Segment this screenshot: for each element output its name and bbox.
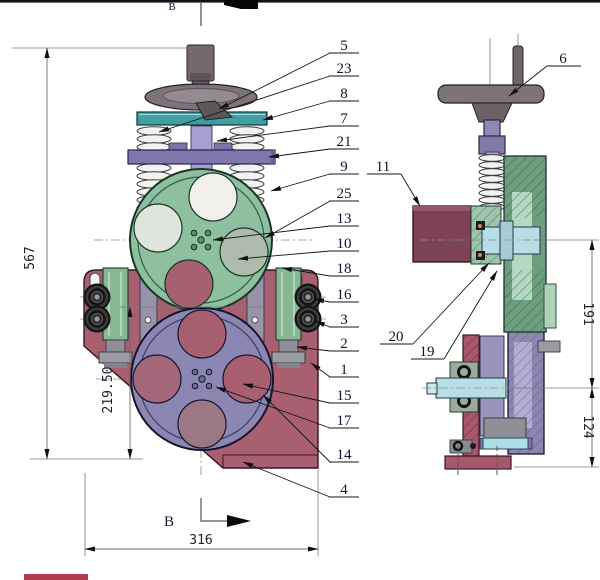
callout-13: 13 xyxy=(212,211,359,242)
callout-18: 18 xyxy=(281,261,359,277)
lower-wheel-center-hole xyxy=(198,375,206,383)
upper-wheel xyxy=(129,168,273,312)
dim-219.50-label: 219.50 xyxy=(101,367,116,414)
callout-6: 6 xyxy=(508,51,581,97)
dimension-upper-shaft-span: 191 xyxy=(510,239,599,389)
section-label-top: B xyxy=(168,1,175,13)
svg-text:11: 11 xyxy=(376,159,390,175)
handwheel-hub-cone xyxy=(195,100,234,121)
svg-text:17: 17 xyxy=(337,413,353,429)
svg-text:1: 1 xyxy=(340,362,348,378)
svg-text:18: 18 xyxy=(337,261,352,277)
svg-text:6: 6 xyxy=(559,51,567,67)
callout-11: 11 xyxy=(367,159,421,207)
section-label-bottom: B xyxy=(164,514,174,530)
bar-nut-left xyxy=(168,142,188,151)
window-fragment xyxy=(24,574,88,580)
section-arrow-bottom: B xyxy=(164,498,251,530)
upper-wheel-center-hole xyxy=(197,236,205,244)
dimension-base-width: 316 xyxy=(84,470,319,556)
callout-20: 20 xyxy=(380,262,490,345)
front-view xyxy=(80,44,326,478)
side-tab xyxy=(537,340,561,353)
dimension-overall-height: 567 xyxy=(12,47,196,460)
callout-2: 2 xyxy=(296,336,359,352)
svg-text:9: 9 xyxy=(340,159,348,175)
callout-7: 7 xyxy=(216,111,359,143)
callout-14: 14 xyxy=(262,394,359,463)
dimension-lower-shaft-span: 124 xyxy=(514,387,599,468)
svg-text:21: 21 xyxy=(337,134,352,150)
callout-4: 4 xyxy=(242,461,359,498)
lower-wheel-hole xyxy=(177,399,227,449)
dim-567-label: 567 xyxy=(23,246,38,269)
svg-text:15: 15 xyxy=(337,388,352,404)
callout-17: 17 xyxy=(215,386,359,429)
svg-text:4: 4 xyxy=(340,482,348,498)
svg-text:8: 8 xyxy=(340,86,348,102)
handwheel-side xyxy=(437,84,545,104)
section-arrow-bottom-head xyxy=(227,515,251,527)
dimension-roller-axis-height: 219.50 xyxy=(101,306,262,460)
upper-wheel-hole xyxy=(133,203,183,253)
guide-roller xyxy=(294,305,322,333)
callout-21: 21 xyxy=(268,134,359,159)
section-arrow-top-head xyxy=(224,0,258,9)
svg-text:13: 13 xyxy=(337,211,352,227)
callout-25: 25 xyxy=(264,186,359,239)
svg-text:3: 3 xyxy=(340,312,348,328)
lower-wheel-hole xyxy=(222,354,272,404)
svg-text:5: 5 xyxy=(340,38,348,54)
callout-1: 1 xyxy=(310,362,359,378)
callout-10: 10 xyxy=(237,236,359,261)
upper-wheel-hole xyxy=(164,259,214,309)
side-view xyxy=(412,34,561,478)
press-bar xyxy=(127,149,276,165)
screw-spring xyxy=(478,154,506,211)
callout-5: 5 xyxy=(218,38,359,110)
base-flange-side xyxy=(444,455,512,470)
callout-3: 3 xyxy=(314,312,359,328)
svg-text:16: 16 xyxy=(337,287,353,303)
svg-text:14: 14 xyxy=(337,447,353,463)
lower-wheel-hole xyxy=(177,309,227,359)
dim-124-label: 124 xyxy=(580,415,595,439)
dim-316-label: 316 xyxy=(189,533,212,548)
section-arrow-top: B xyxy=(0,0,600,26)
svg-text:10: 10 xyxy=(337,236,352,252)
bar-nut-right xyxy=(213,142,233,151)
callouts: 5 23 8 7 21 9 25 13 10 18 16 3 2 1 15 17… xyxy=(158,38,581,498)
callout-8: 8 xyxy=(262,86,359,121)
handwheel-grip-pin xyxy=(512,45,524,87)
svg-text:19: 19 xyxy=(420,344,435,360)
upper-wheel-hole xyxy=(188,172,238,222)
callout-9: 9 xyxy=(270,159,359,192)
dim-191-label: 191 xyxy=(580,302,595,325)
svg-text:7: 7 xyxy=(340,111,348,127)
callout-23: 23 xyxy=(158,61,359,133)
svg-text:2: 2 xyxy=(340,336,348,352)
callout-16: 16 xyxy=(313,287,359,304)
callout-19: 19 xyxy=(411,270,498,360)
lower-wheel-hole xyxy=(132,354,182,404)
guide-roller xyxy=(83,283,111,311)
svg-text:20: 20 xyxy=(389,329,404,345)
svg-text:23: 23 xyxy=(337,61,352,77)
lower-wheel xyxy=(130,307,274,451)
feed-box xyxy=(412,205,472,263)
svg-text:25: 25 xyxy=(337,186,352,202)
guide-roller xyxy=(83,305,111,333)
upper-wheel-hole xyxy=(219,227,269,277)
callout-15: 15 xyxy=(242,383,359,404)
